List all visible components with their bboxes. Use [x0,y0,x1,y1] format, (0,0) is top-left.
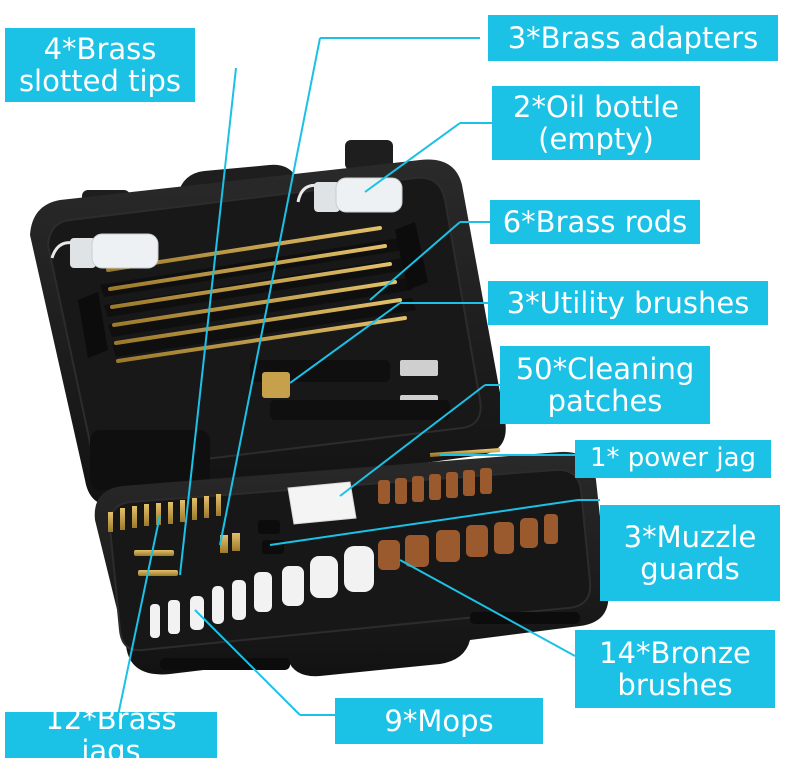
label-brass-jags: 12*Brass jags [5,702,217,767]
label-utility-brushes: 3*Utility brushes [488,281,768,325]
label-brass-slotted-tips: 4*Brass slotted tips [5,28,195,102]
oil-bottle-left [50,233,159,269]
label-brass-rods: 6*Brass rods [490,200,700,244]
label-muzzle-guards: 3*Muzzle guards [600,505,780,601]
leader-lines [114,37,600,731]
label-mops: 9*Mops [335,698,543,744]
oil-bottle-right [296,177,403,213]
label-bronze-brushes: 14*Bronze brushes [575,630,775,708]
label-cleaning-patches: 50*Cleaning patches [500,346,710,424]
label-power-jag: 1* power jag [575,440,771,478]
label-oil-bottle: 2*Oil bottle (empty) [492,86,700,160]
case-lid [30,140,506,506]
case-tray [94,448,609,677]
label-brass-adapters: 3*Brass adapters [488,15,778,61]
